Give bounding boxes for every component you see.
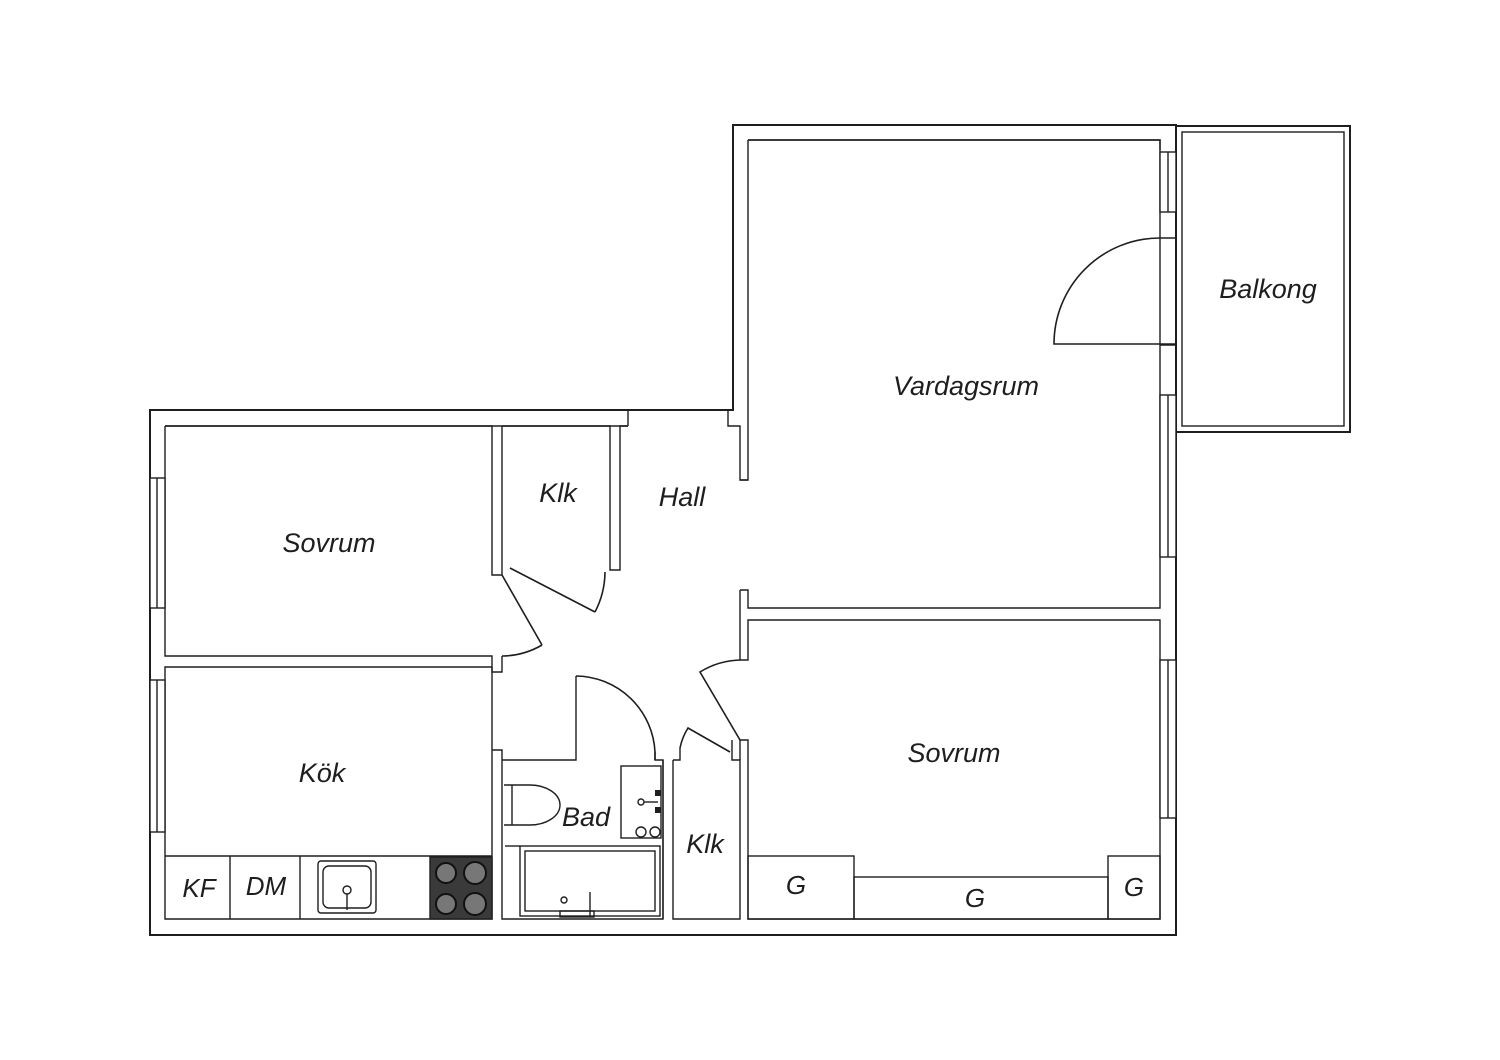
fixture-labels: KF DM G G G [182, 870, 1144, 913]
label-sovrum-right: Sovrum [907, 738, 1000, 768]
label-kok: Kök [299, 758, 347, 788]
bathroom-door [575, 675, 656, 760]
label-g-middle: G [965, 883, 985, 913]
label-klk-top: Klk [539, 478, 578, 508]
room-labels: Vardagsrum Balkong Sovrum Klk Hall Sovru… [282, 274, 1316, 859]
room-sovrum-right [698, 590, 1177, 920]
closet-door [679, 726, 731, 753]
label-bad: Bad [562, 802, 611, 832]
room-sovrum-left [149, 425, 543, 673]
toilet-icon [504, 784, 561, 826]
sink-icon [317, 860, 377, 914]
label-vardagsrum: Vardagsrum [893, 371, 1039, 401]
label-sovrum-left: Sovrum [282, 528, 375, 558]
balcony-door [1053, 237, 1177, 346]
label-klk-bottom: Klk [686, 829, 725, 859]
room-klk-bottom [672, 726, 741, 920]
label-kf: KF [182, 873, 217, 903]
bedroom-door [501, 574, 543, 657]
room-kok [149, 666, 493, 920]
label-dm: DM [246, 871, 287, 901]
room-bad [492, 675, 664, 920]
room-vardagsrum [740, 139, 1177, 609]
bedroom-door [698, 659, 741, 741]
closet-door [509, 567, 606, 613]
label-g-left: G [786, 870, 806, 900]
label-hall: Hall [659, 482, 707, 512]
label-g-right: G [1124, 872, 1144, 902]
room-klk-top [502, 425, 628, 613]
label-balkong: Balkong [1219, 274, 1317, 304]
washbasin-icon [620, 765, 662, 839]
